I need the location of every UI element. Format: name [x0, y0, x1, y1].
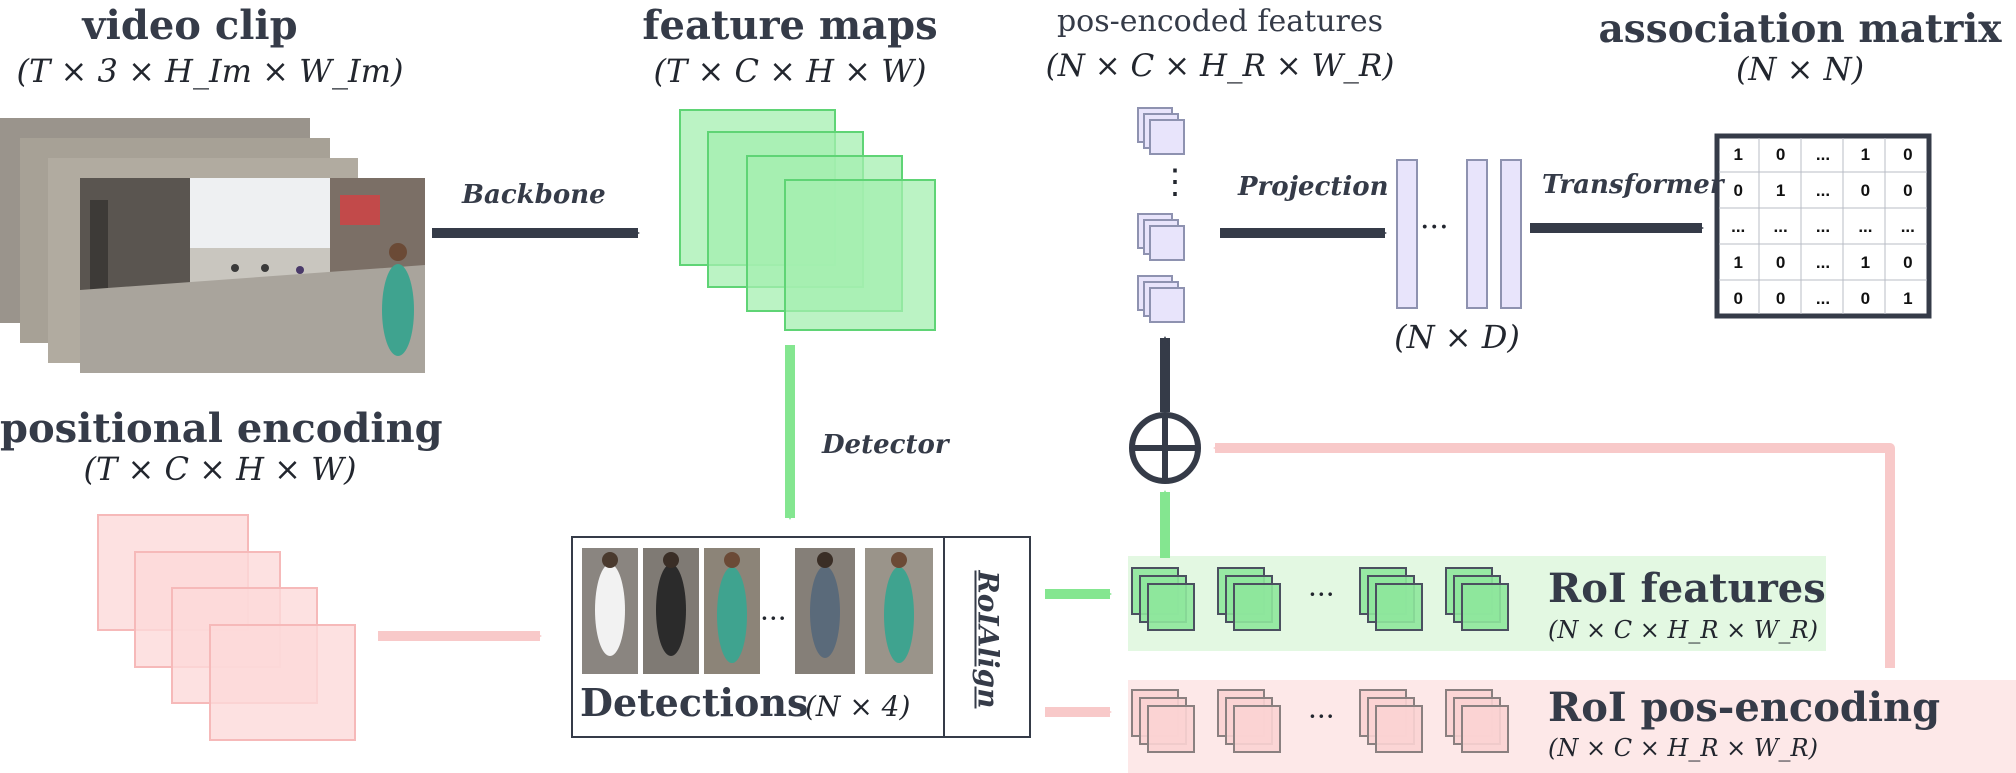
matrix-cell: 0: [1733, 289, 1742, 308]
street-scene-image: [80, 178, 425, 373]
roi-posenc-label: RoI pos-encoding: [1548, 684, 1941, 731]
matrix-cell: ...: [1774, 217, 1788, 236]
embedding-bars: [1396, 159, 1522, 309]
projection-label: Projection: [1238, 172, 1389, 202]
matrix-cell: 0: [1861, 289, 1870, 308]
matrix-cell: ...: [1816, 253, 1830, 272]
roi-features-dots: ···: [1308, 578, 1335, 611]
matrix-cell: ...: [1731, 217, 1745, 236]
feature-maps-title: feature maps: [642, 2, 938, 49]
backbone-label: Backbone: [462, 180, 606, 210]
video-clip-frames: [0, 118, 425, 373]
positional-encoding-title: positional encoding: [0, 405, 443, 452]
association-dims: (N × N): [1735, 50, 1865, 88]
matrix-cell: 1: [1903, 289, 1912, 308]
matrix-cell: 0: [1776, 253, 1785, 272]
detection-crop-5: [865, 548, 933, 674]
matrix-cell: ...: [1901, 217, 1915, 236]
pos-features-dims: (N × C × H_R × W_R): [1045, 48, 1395, 84]
matrix-cell: ...: [1858, 217, 1872, 236]
matrix-cell: 0: [1903, 181, 1912, 200]
positional-encoding-dims: (T × C × H × W): [83, 450, 357, 488]
matrix-cell: 1: [1861, 145, 1870, 164]
transformer-label: Transformer: [1542, 170, 1724, 200]
matrix-cell: 1: [1776, 181, 1785, 200]
matrix-cell: 0: [1733, 181, 1742, 200]
detection-crop-3: [704, 548, 760, 674]
roi-features-stacks: [1131, 567, 1509, 631]
positional-encoding-stack: [97, 514, 356, 741]
detection-crop-4: [795, 548, 855, 674]
detections-dims: (N × 4): [805, 690, 911, 723]
detection-crop-2: [643, 548, 699, 674]
matrix-cell: 0: [1903, 253, 1912, 272]
matrix-cell: 0: [1903, 145, 1912, 164]
feature-maps-stack: [679, 109, 936, 331]
embedding-dims: (N × D): [1394, 318, 1520, 356]
embedding-dots: ···: [1420, 210, 1449, 245]
matrix-cell: ...: [1816, 181, 1830, 200]
pos-encoded-features-stack: [1137, 107, 1185, 323]
detection-crop-1: [582, 548, 638, 674]
matrix-cell: 1: [1861, 253, 1870, 272]
roi-features-label: RoI features: [1548, 565, 1826, 612]
roi-posenc-dims: (N × C × H_R × W_R): [1548, 734, 1818, 762]
detections-dots: ···: [760, 602, 787, 635]
pos-features-title: pos-encoded features: [1056, 4, 1384, 39]
matrix-cell: 0: [1861, 181, 1870, 200]
roialign-label: RoIAlign: [971, 570, 1005, 709]
matrix-cell: 0: [1776, 145, 1785, 164]
posenc-feedback-arrow: [1213, 443, 1895, 668]
pos-features-vdots: ⋮: [1158, 162, 1192, 202]
association-title: association matrix: [1598, 6, 2002, 52]
video-clip-dims: (T × 3 × H_Im × W_Im): [16, 52, 404, 90]
detector-label: Detector: [822, 430, 949, 460]
matrix-cell: ...: [1816, 145, 1830, 164]
detections-label: Detections: [580, 680, 809, 725]
roialign-box: [943, 536, 1031, 738]
detection-crops: [582, 548, 933, 674]
roi-features-dims: (N × C × H_R × W_R): [1548, 616, 1818, 644]
roi-posenc-stacks: [1131, 689, 1509, 753]
association-matrix: 1 0... 1 0 0 1... 0 0............... 1 0... 1 0 0 0..…: [1714, 133, 1932, 319]
roi-posenc-dots: ···: [1308, 700, 1335, 733]
matrix-cell: 1: [1733, 253, 1742, 272]
feature-maps-dims: (T × C × H × W): [653, 52, 927, 90]
video-clip-title: video clip: [82, 2, 298, 49]
matrix-cell: ...: [1816, 217, 1830, 236]
add-node-icon: [1129, 412, 1201, 484]
matrix-cell: 0: [1776, 289, 1785, 308]
matrix-cell: ...: [1816, 289, 1830, 308]
matrix-cell: 1: [1733, 145, 1742, 164]
